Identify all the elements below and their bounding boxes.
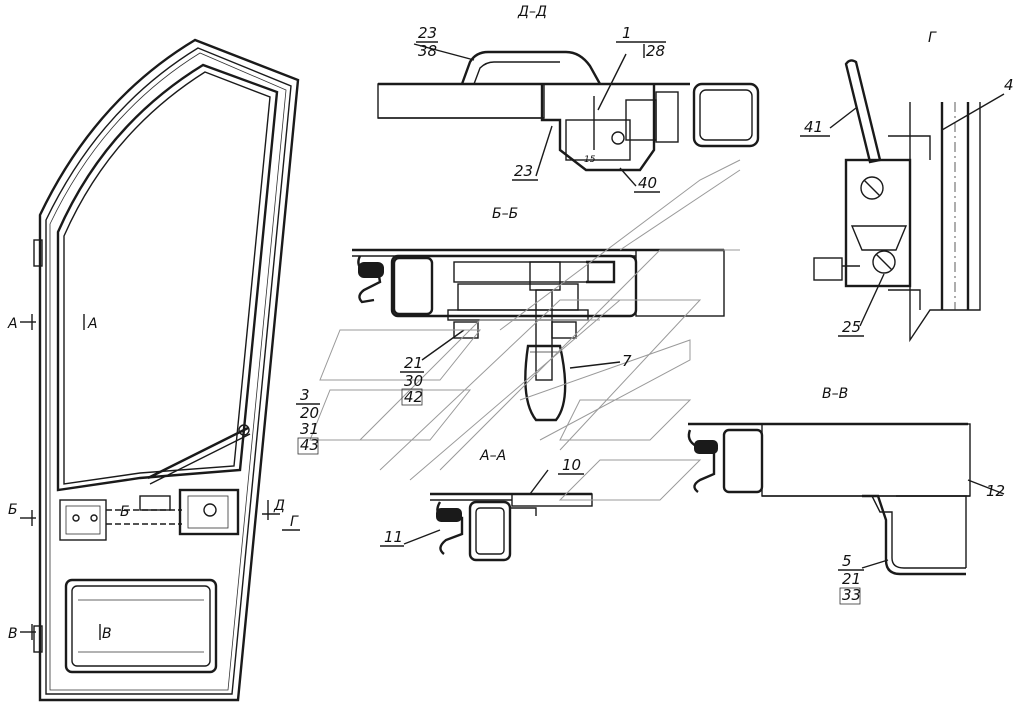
section-title-bb: Б–Б: [492, 206, 518, 222]
callout-28: 28: [646, 42, 665, 60]
callout-10: 10: [562, 456, 581, 474]
section-vv: [687, 422, 1005, 576]
section-aa: [403, 469, 593, 562]
section-g: [813, 59, 1005, 343]
callout-12: 12: [986, 482, 1005, 500]
cut-mark-v-right: В: [102, 626, 112, 642]
callouts: 23 38 1 28 23 40 15 41 4 25 21 30 42 7 3…: [296, 24, 1014, 605]
callout-4: 4: [1004, 76, 1014, 94]
callout-20a: 20: [300, 404, 319, 422]
callout-21a: 21: [404, 354, 423, 372]
callout-7: 7: [622, 352, 632, 370]
section-title-g: Г: [928, 30, 937, 46]
callout-1: 1: [622, 24, 632, 42]
cut-mark-d: Д: [273, 498, 285, 514]
callout-21b: 21: [842, 570, 861, 588]
callout-5: 5: [842, 552, 852, 570]
callout-11: 11: [384, 528, 403, 546]
callout-23-top: 23: [418, 24, 437, 42]
callout-42: 42: [404, 388, 423, 406]
callout-31a: 31: [300, 420, 319, 438]
section-titles: Д–Д Б–Б Г В–В А–А: [479, 4, 937, 464]
callout-38: 38: [418, 42, 437, 60]
cut-marks: А А Б Б В В Д Г: [7, 316, 299, 642]
cut-mark-b-mid: Б: [120, 504, 130, 520]
callout-3: 3: [300, 386, 310, 404]
section-title-aa: А–А: [479, 448, 506, 464]
callout-41: 41: [804, 118, 823, 136]
door-view: [20, 38, 300, 702]
cut-mark-v-left: В: [8, 626, 18, 642]
section-title-vv: В–В: [822, 386, 848, 402]
callout-43: 43: [300, 436, 319, 454]
cut-mark-b-left: Б: [8, 502, 18, 518]
ghost-projection-lines: [309, 159, 741, 501]
section-title-dd: Д–Д: [517, 4, 547, 20]
section-dd: [377, 43, 760, 187]
callout-23-bottom: 23: [514, 162, 533, 180]
callout-30: 30: [404, 372, 423, 390]
cut-mark-a-left: А: [7, 316, 18, 332]
callout-15: 15: [584, 155, 596, 165]
callout-33: 33: [842, 586, 861, 604]
section-bb: [352, 248, 725, 422]
cut-mark-g: Г: [290, 514, 299, 530]
cut-mark-a-right: А: [87, 316, 98, 332]
callout-40: 40: [638, 174, 657, 192]
callout-25: 25: [842, 318, 861, 336]
